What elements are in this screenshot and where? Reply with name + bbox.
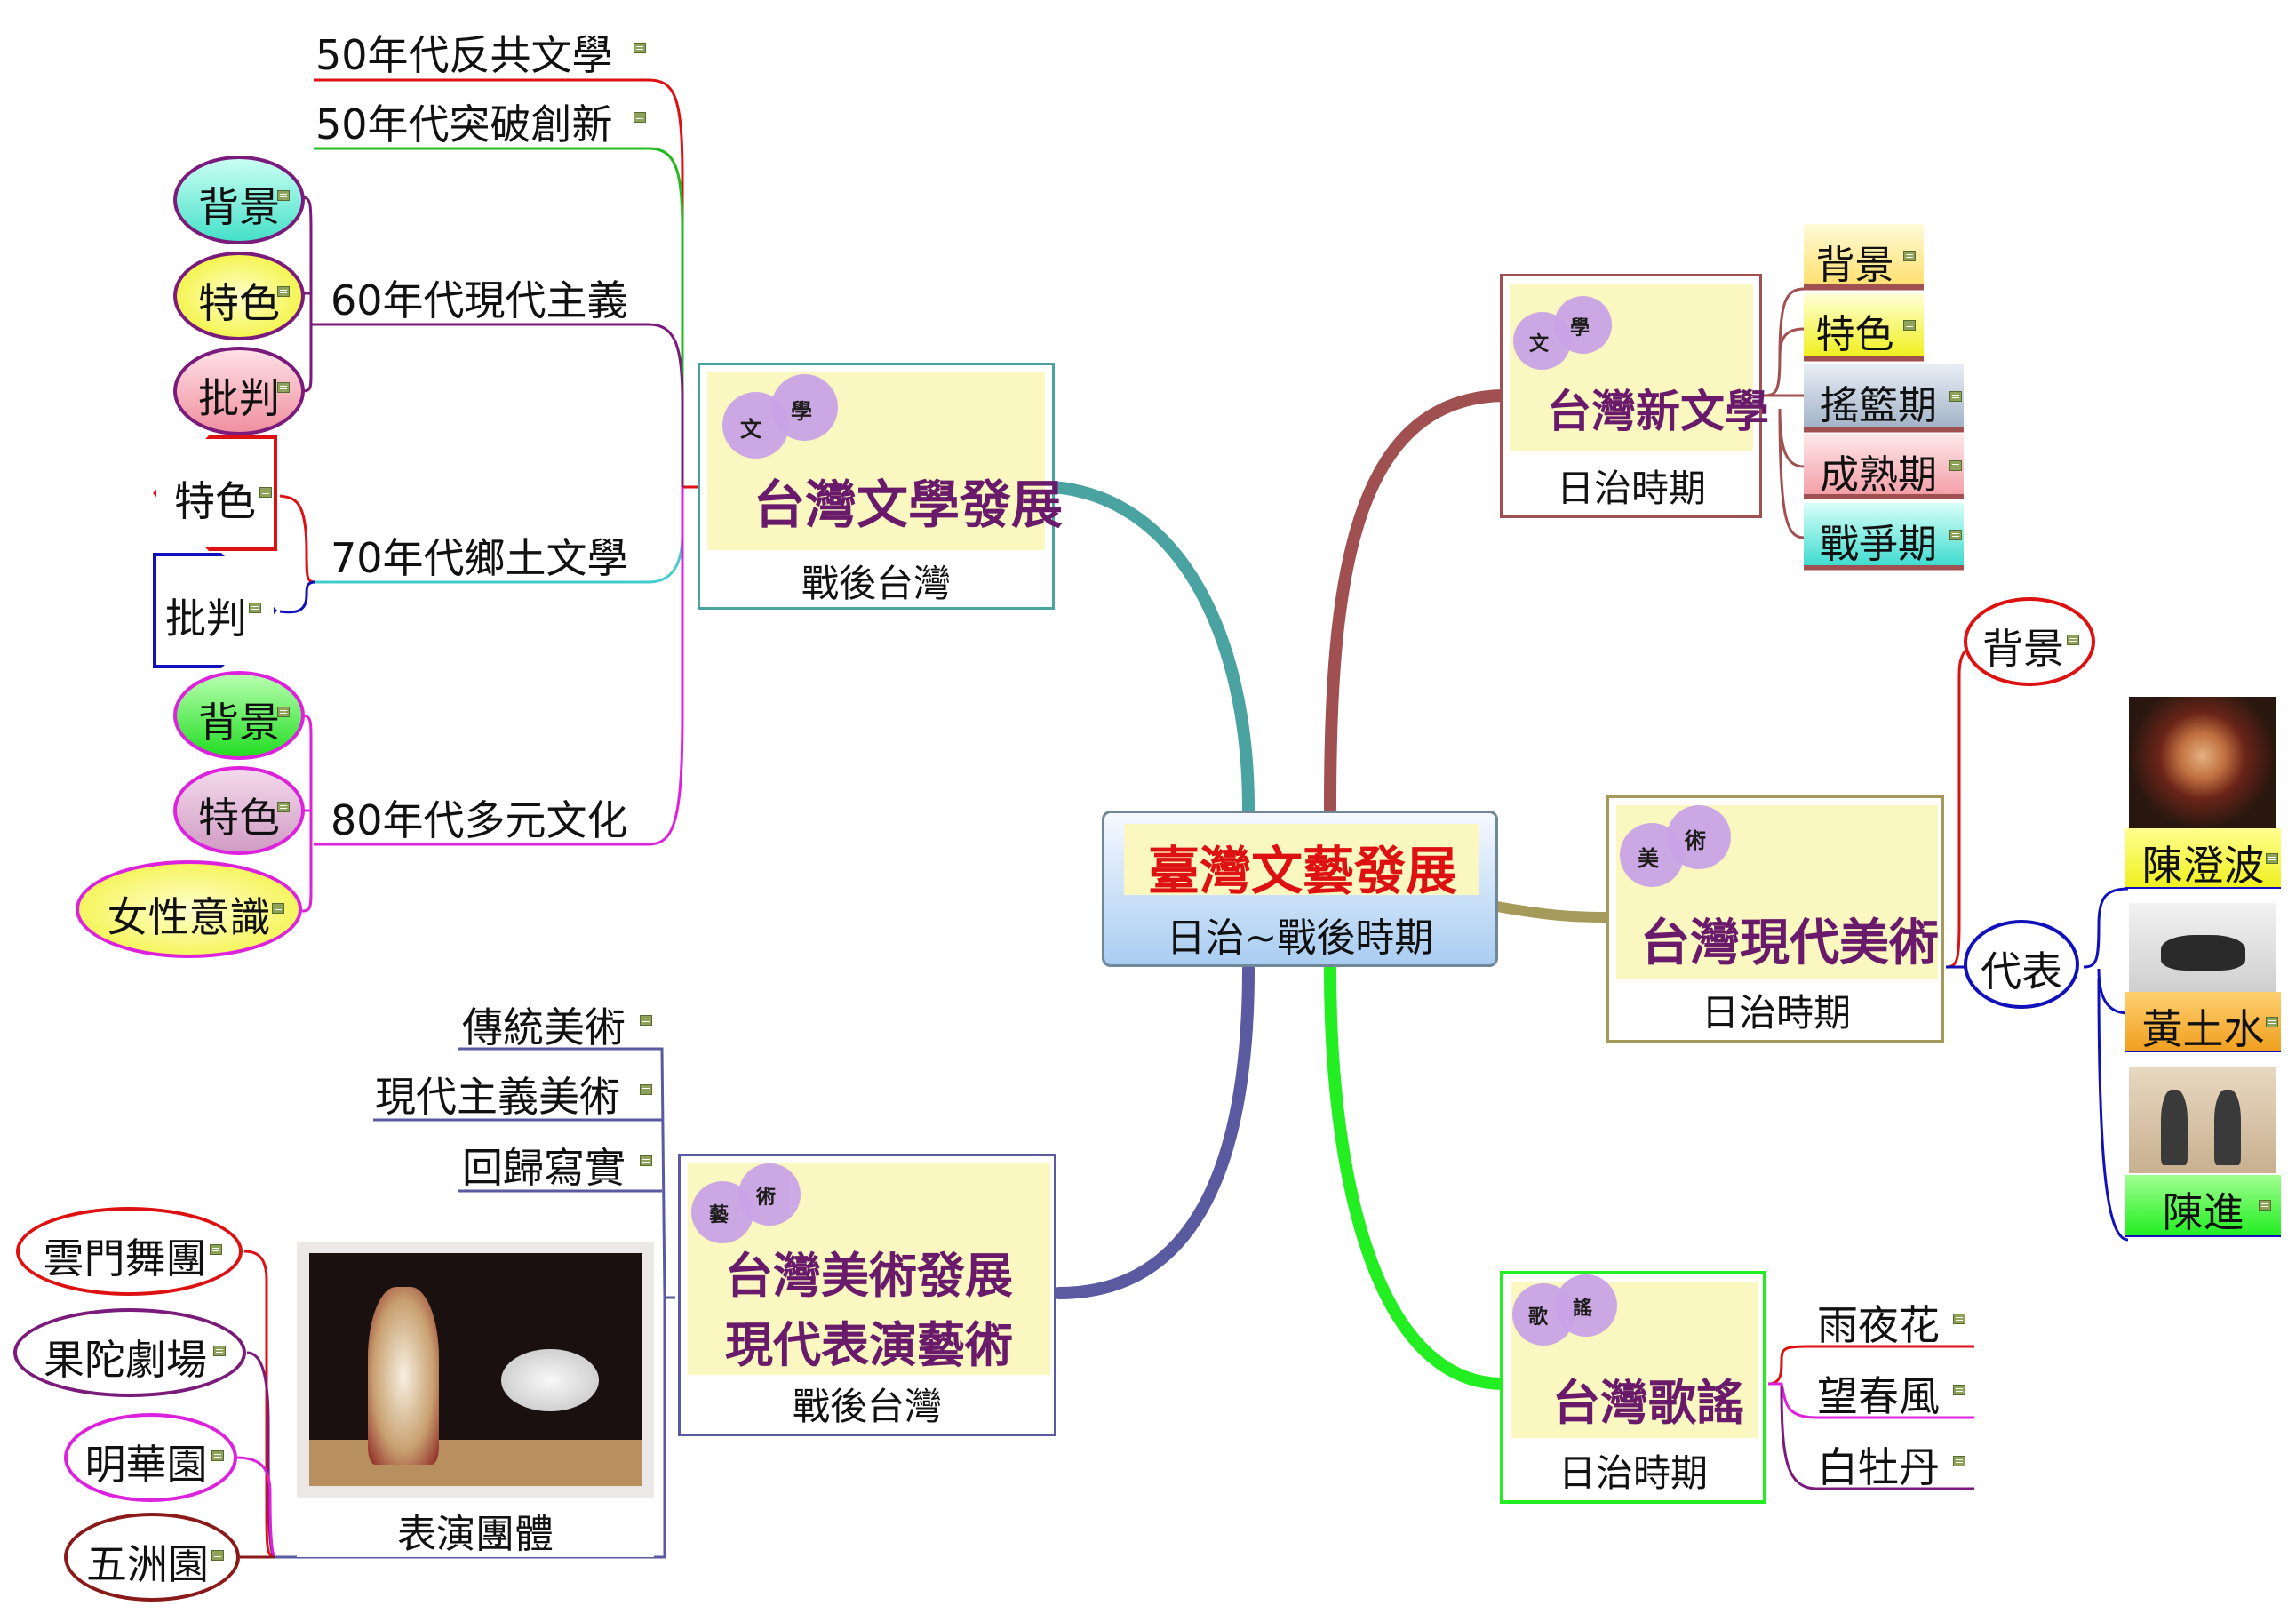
note-icon[interactable] — [213, 1346, 226, 1356]
label-50s-anticommunist[interactable]: 50年代反共文學 — [315, 31, 613, 79]
center-title: 臺灣文藝發展 — [1147, 841, 1457, 901]
note-icon[interactable] — [249, 603, 261, 613]
branch-lit-tw — [1047, 481, 1255, 815]
label-60s-modernism[interactable]: 60年代現代主義 — [331, 276, 628, 324]
art-jp-caption: 日治時期 — [1701, 991, 1851, 1035]
art-tw-badge-2: 術 — [738, 1163, 801, 1226]
art-tw-title-1: 台灣美術發展 — [725, 1247, 1013, 1304]
oval-art-jp-representative[interactable]: 代表 — [1964, 920, 2079, 1009]
note-icon[interactable] — [2067, 635, 2079, 645]
center-node[interactable]: 臺灣文藝發展 日治~戰後時期 — [1102, 811, 1498, 967]
label-song-white-peony[interactable]: 白牡丹 — [1817, 1443, 1940, 1491]
center-title-bg — [1124, 824, 1479, 895]
note-icon[interactable] — [1953, 1385, 1965, 1395]
note-icon[interactable] — [210, 1244, 222, 1255]
note-icon[interactable] — [640, 1084, 652, 1095]
lit-jp-title: 台灣新文學 — [1547, 385, 1769, 437]
note-icon[interactable] — [634, 43, 646, 53]
label-bg — [2125, 828, 2281, 887]
oval-wuzhou-yuan[interactable]: 五洲園 — [64, 1513, 240, 1602]
performance-caption: 表演團體 — [397, 1512, 554, 1557]
branch-art-tw — [1053, 963, 1255, 1299]
note-icon[interactable] — [1953, 1456, 1965, 1466]
song-caption: 日治時期 — [1558, 1451, 1708, 1495]
node-art-jp[interactable]: 美 術 台灣現代美術 日治時期 — [1606, 795, 1944, 1043]
note-icon[interactable] — [259, 487, 272, 498]
artist-huang-tushui[interactable]: 黃土水 — [2125, 899, 2281, 1053]
branch-song — [1324, 963, 1508, 1390]
lit-tw-caption: 戰後台灣 — [801, 562, 951, 605]
note-icon[interactable] — [640, 1155, 652, 1166]
label-80s-pluralism[interactable]: 80年代多元文化 — [331, 796, 628, 844]
note-icon[interactable] — [1953, 1314, 1965, 1324]
note-icon[interactable] — [1949, 530, 1962, 540]
label-bg — [2125, 1175, 2281, 1235]
node-song[interactable]: 歌 謠 台灣歌謠 日治時期 — [1500, 1271, 1766, 1504]
oval-ming-hwa-yuan[interactable]: 明華園 — [64, 1413, 237, 1502]
art-tw-caption: 戰後台灣 — [792, 1385, 942, 1428]
art-jp-badge-2: 術 — [1667, 805, 1731, 869]
artist-chen-chin[interactable]: 陳進 — [2125, 1063, 2281, 1237]
art-jp-title: 台灣現代美術 — [1640, 914, 1939, 972]
note-icon[interactable] — [2259, 1200, 2271, 1210]
tab-lit-jp-war[interactable]: 戰爭期 — [1804, 503, 1964, 569]
artist-chen-chengpo[interactable]: 陳澄波 — [2125, 693, 2281, 890]
tab-lit-jp-cradle[interactable]: 搖籃期 — [1804, 364, 1964, 430]
oval-cloud-gate[interactable]: 雲門舞團 — [16, 1207, 243, 1296]
branch-lit-jp — [1324, 389, 1508, 815]
note-icon[interactable] — [277, 382, 290, 393]
note-icon[interactable] — [1949, 391, 1962, 402]
label-70s-nativist[interactable]: 70年代鄉土文學 — [331, 534, 628, 582]
art-tw-title-2: 現代表演藝術 — [725, 1316, 1013, 1373]
note-icon[interactable] — [277, 707, 290, 717]
node-art-tw[interactable]: 藝 術 台灣美術發展 現代表演藝術 戰後台灣 — [678, 1154, 1056, 1436]
figure-shape — [2161, 1090, 2188, 1165]
label-modernist-art[interactable]: 現代主義美術 — [375, 1073, 620, 1121]
performance-groups-node[interactable]: 表演團體 — [297, 1242, 654, 1557]
note-icon[interactable] — [2266, 853, 2278, 864]
lit-jp-badge-2: 學 — [1554, 296, 1612, 354]
label-song-longing-spring[interactable]: 望春風 — [1817, 1372, 1940, 1420]
note-icon[interactable] — [2266, 1017, 2278, 1027]
oval-80s-female[interactable]: 女性意識 — [76, 860, 302, 958]
lit-tw-title: 台灣文學發展 — [753, 475, 1064, 535]
note-icon[interactable] — [277, 286, 290, 297]
lit-tw-badge-2: 學 — [771, 374, 838, 441]
note-icon[interactable] — [211, 1450, 224, 1461]
performer-shape — [501, 1349, 599, 1411]
branch-art-jp — [1492, 901, 1612, 923]
figure-shape — [2214, 1090, 2241, 1165]
note-icon[interactable] — [1903, 251, 1916, 261]
note-icon[interactable] — [640, 1015, 652, 1026]
painting-image — [2129, 1067, 2276, 1173]
center-subtitle: 日治~戰後時期 — [1166, 915, 1434, 961]
note-icon[interactable] — [1903, 320, 1916, 331]
note-icon[interactable] — [272, 903, 284, 914]
node-lit-tw[interactable]: 文 學 台灣文學發展 戰後台灣 — [698, 363, 1063, 610]
performer-shape — [368, 1287, 439, 1465]
node-lit-jp[interactable]: 文 學 台灣新文學 日治時期 — [1500, 274, 1769, 518]
portrait-image — [2129, 697, 2276, 828]
buffalo-shape — [2161, 935, 2245, 971]
lit-jp-caption: 日治時期 — [1556, 467, 1706, 510]
oval-60s-features[interactable]: 特色 — [173, 252, 305, 340]
oval-godot-theatre[interactable]: 果陀劇場 — [13, 1308, 246, 1397]
note-icon[interactable] — [1949, 460, 1962, 471]
label-return-realism[interactable]: 回歸寫實 — [462, 1144, 626, 1192]
label-song-rain-night-flower[interactable]: 雨夜花 — [1817, 1301, 1940, 1349]
label-bg — [2125, 992, 2281, 1051]
note-icon[interactable] — [634, 112, 646, 123]
label-50s-breakthrough[interactable]: 50年代突破創新 — [315, 100, 613, 148]
note-icon[interactable] — [211, 1550, 224, 1561]
stage-floor — [309, 1440, 642, 1486]
note-icon[interactable] — [277, 190, 290, 201]
note-icon[interactable] — [277, 802, 290, 812]
tab-lit-jp-mature[interactable]: 成熟期 — [1804, 434, 1964, 498]
song-title: 台灣歌謠 — [1552, 1374, 1744, 1431]
song-badge-2: 謠 — [1555, 1274, 1617, 1337]
stage-backdrop — [309, 1253, 642, 1440]
label-traditional-art[interactable]: 傳統美術 — [462, 1003, 626, 1051]
